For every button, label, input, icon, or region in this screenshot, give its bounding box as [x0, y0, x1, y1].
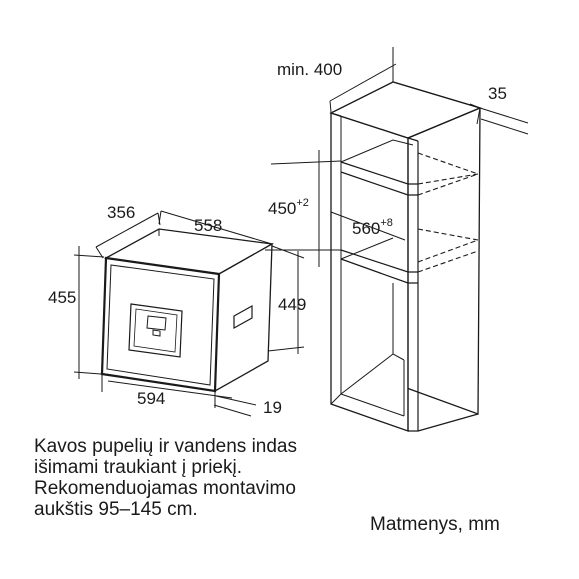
appliance-width-top-label: 558 [194, 216, 222, 235]
cabinet-niche-width-main: 560 [352, 219, 380, 238]
note-line: išimami traukiant į priekį. [34, 457, 242, 478]
cabinet-niche-height-sup: +2 [296, 197, 309, 209]
cabinet-depth-label: min. 400 [277, 60, 342, 79]
cabinet-dimension-lines [265, 47, 529, 267]
cabinet-drawing [329, 81, 482, 432]
appliance-height-left-label: 455 [48, 288, 76, 307]
note-line: Rekomenduojamas montavimo [34, 478, 296, 499]
cabinet-side-label: 35 [488, 84, 507, 103]
note-line: Kavos pupelių ir vandens indas [34, 436, 298, 457]
appliance-drawing [100, 228, 275, 393]
installation-note: Kavos pupelių ir vandens indas išimami t… [34, 436, 394, 520]
cabinet-niche-height-main: 450 [268, 199, 296, 218]
units-label: Matmenys, mm [370, 514, 500, 535]
appliance-height-right-label: 449 [278, 295, 306, 314]
appliance-width-bottom-label: 594 [137, 389, 165, 408]
cabinet-niche-height-label: 450+2 [268, 197, 309, 218]
appliance-depth-label: 356 [107, 203, 135, 222]
appliance-dimension-lines [73, 210, 305, 417]
note-line: aukštis 95–145 cm. [34, 499, 198, 520]
cabinet-niche-dashed [417, 152, 479, 273]
appliance-front-thickness-label: 19 [263, 398, 282, 417]
cabinet-niche-width-label: 560+8 [352, 217, 393, 238]
cabinet-niche-width-sup: +8 [380, 217, 393, 229]
